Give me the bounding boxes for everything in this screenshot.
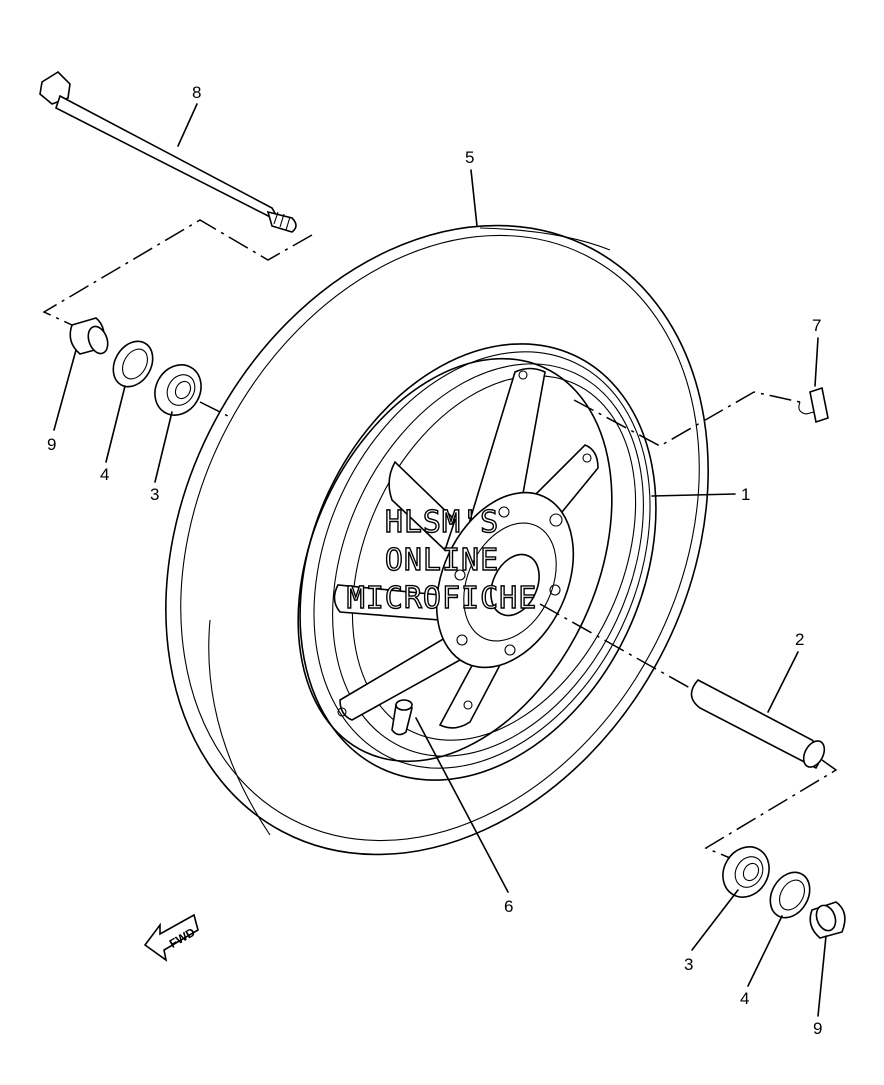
watermark: HLSM'S ONLINE MICROFICHE [346, 504, 538, 616]
forward-direction-marker: FWD [143, 913, 199, 962]
label-part-5: 5 [465, 148, 474, 167]
clip [798, 386, 829, 424]
axle [39, 70, 297, 233]
watermark-line-1: HLSM'S [385, 505, 499, 540]
label-part-7: 7 [812, 316, 821, 335]
watermark-line-2: ONLINE [385, 543, 499, 578]
valve-stem [391, 699, 413, 736]
leader-lines [53, 103, 827, 1017]
label-part-2: 2 [795, 630, 804, 649]
collar [690, 678, 826, 770]
label-part-9-right: 9 [813, 1019, 822, 1038]
label-part-4-left: 4 [100, 465, 109, 484]
tire [165, 224, 709, 856]
label-part-4-right: 4 [740, 989, 749, 1008]
watermark-line-3: MICROFICHE [347, 581, 538, 616]
label-part-9-left: 9 [47, 435, 56, 454]
part-labels: 8 5 7 1 2 6 9 4 3 3 4 9 [47, 83, 822, 1038]
assembly-lines [42, 219, 838, 859]
right-side-components [722, 846, 846, 939]
label-part-6: 6 [504, 897, 513, 916]
label-part-8: 8 [192, 83, 201, 102]
left-side-components [69, 317, 202, 416]
rim [297, 343, 657, 781]
wheel-spokes [333, 367, 599, 729]
label-part-1: 1 [741, 485, 750, 504]
label-part-3-left: 3 [150, 485, 159, 504]
wheel-hub [337, 370, 592, 717]
label-part-3-right: 3 [684, 955, 693, 974]
